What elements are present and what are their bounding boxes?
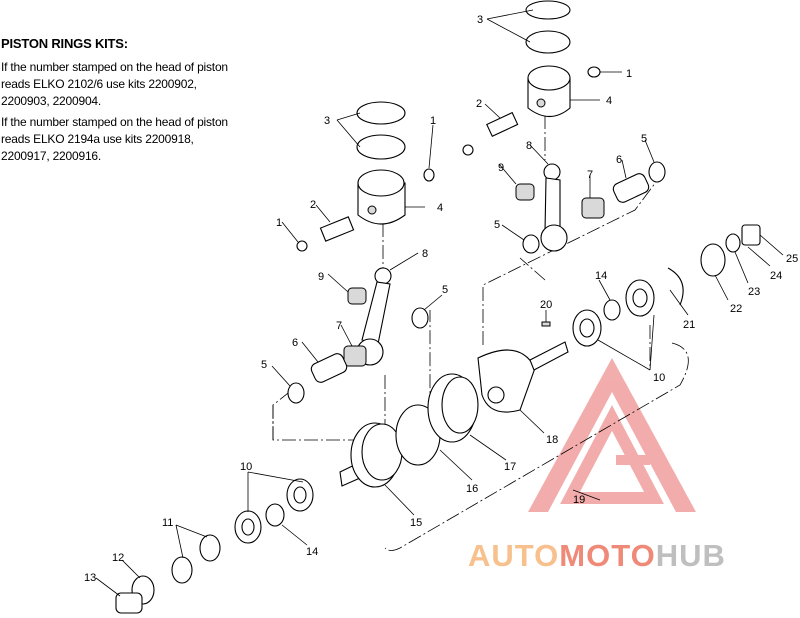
callout-8-left: 8 bbox=[422, 248, 428, 260]
callout-25: 25 bbox=[786, 253, 798, 265]
callout-11: 11 bbox=[162, 517, 173, 529]
crankshaft bbox=[339, 321, 569, 488]
callout-7-right: 7 bbox=[587, 169, 593, 181]
notes-title: PISTON RINGS KITS: bbox=[1, 36, 128, 51]
callout-3-top: 3 bbox=[477, 14, 483, 26]
callout-labels: 3 1 4 2 3 1 9 8 7 6 5 2 4 1 5 8 9 14 5 2… bbox=[84, 14, 798, 584]
watermark-moto: MOTO bbox=[559, 538, 656, 573]
piston-rings-notes: PISTON RINGS KITS: If the number stamped… bbox=[1, 36, 241, 169]
connecting-rod-right bbox=[540, 163, 568, 252]
piston-left bbox=[356, 101, 435, 225]
callout-18: 18 bbox=[546, 434, 558, 446]
callout-10-right: 10 bbox=[653, 372, 665, 384]
callout-3-left: 3 bbox=[324, 115, 330, 127]
callout-5-right: 5 bbox=[494, 219, 500, 231]
callout-5-left: 5 bbox=[442, 284, 448, 296]
callout-15: 15 bbox=[410, 517, 422, 529]
callout-20: 20 bbox=[540, 299, 552, 311]
callout-24: 24 bbox=[770, 270, 782, 282]
callout-4-left: 4 bbox=[437, 202, 443, 214]
callout-2-left: 2 bbox=[310, 199, 316, 211]
callout-22: 22 bbox=[730, 303, 742, 315]
notes-paragraph-2: If the number stamped on the head of pis… bbox=[1, 115, 228, 163]
callout-2-right: 2 bbox=[476, 98, 482, 110]
callout-6-left: 6 bbox=[292, 337, 298, 349]
callout-9-left: 9 bbox=[318, 271, 324, 283]
watermark-text: AUTOMOTOHUB bbox=[468, 538, 726, 574]
callout-21: 21 bbox=[683, 319, 695, 331]
callout-7-left: 7 bbox=[336, 320, 342, 332]
callout-17: 17 bbox=[504, 461, 516, 473]
callout-8-right: 8 bbox=[526, 140, 532, 152]
piston-right bbox=[525, 0, 601, 118]
callout-10-left: 10 bbox=[240, 461, 252, 473]
watermark-logo bbox=[528, 358, 696, 512]
watermark-hub: HUB bbox=[655, 538, 726, 573]
callout-16: 16 bbox=[466, 483, 478, 495]
callout-1-left: 1 bbox=[276, 217, 282, 229]
callout-9-right: 9 bbox=[498, 162, 504, 174]
notes-paragraph-1: If the number stamped on the head of pis… bbox=[1, 60, 228, 108]
callout-14-right: 14 bbox=[595, 270, 607, 282]
callout-4-right: 4 bbox=[606, 95, 612, 107]
callout-5-top: 5 bbox=[641, 133, 647, 145]
callout-23: 23 bbox=[748, 286, 760, 298]
callout-19: 19 bbox=[573, 494, 585, 506]
callout-6-right: 6 bbox=[616, 154, 622, 166]
callout-12: 12 bbox=[112, 552, 124, 564]
leader-lines bbox=[95, 9, 784, 597]
callout-13: 13 bbox=[84, 572, 96, 584]
callout-5-bottom: 5 bbox=[261, 359, 267, 371]
callout-14-left: 14 bbox=[306, 546, 318, 558]
callout-1-mid: 1 bbox=[430, 115, 436, 127]
watermark-auto: AUTO bbox=[468, 538, 560, 573]
callout-1-top: 1 bbox=[626, 68, 632, 80]
